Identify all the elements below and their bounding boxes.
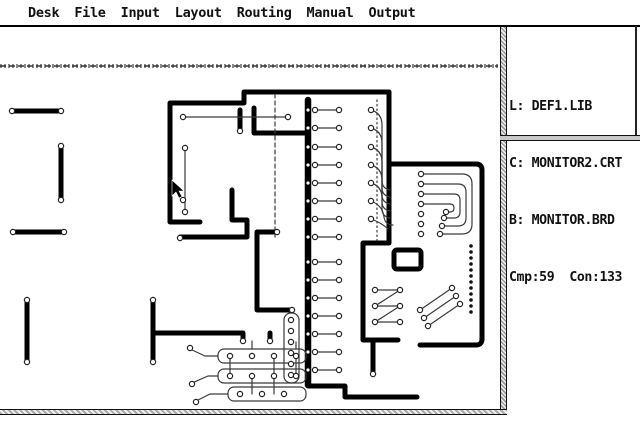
menu-item-manual[interactable]: Manual — [306, 4, 354, 21]
menu-item-layout[interactable]: Layout — [174, 4, 222, 21]
menu-item-file[interactable]: File — [74, 4, 106, 21]
menu-item-output[interactable]: Output — [368, 4, 416, 21]
menu-item-routing[interactable]: Routing — [236, 4, 292, 21]
thick-traces — [9, 89, 485, 400]
status-library-line: L: DEF1.LIB — [509, 99, 592, 114]
status-board-line: B: MONITOR.BRD — [509, 213, 615, 228]
mouse-cursor-icon — [171, 179, 185, 199]
menu-item-desk[interactable]: Desk — [28, 4, 60, 21]
panel-divider — [500, 27, 507, 415]
status-panel: L: DEF1.LIB C: MONITOR2.CRT B: MONITOR.B… — [509, 26, 635, 285]
thin-traces — [182, 93, 473, 402]
via-column — [469, 244, 473, 314]
status-panel-right-border — [635, 26, 637, 141]
drawing-area-bottom-border — [0, 409, 507, 415]
menu-item-input[interactable]: Input — [120, 4, 160, 21]
menu-separator-line — [0, 25, 640, 27]
status-circuit-line: C: MONITOR2.CRT — [509, 156, 623, 171]
menu-bar: Desk File Input Layout Routing Manual Ou… — [0, 0, 640, 25]
status-panel-separator — [500, 135, 640, 141]
pcb-canvas[interactable] — [0, 26, 507, 415]
status-counts-line: Cmp:59 Con:133 — [509, 270, 623, 285]
